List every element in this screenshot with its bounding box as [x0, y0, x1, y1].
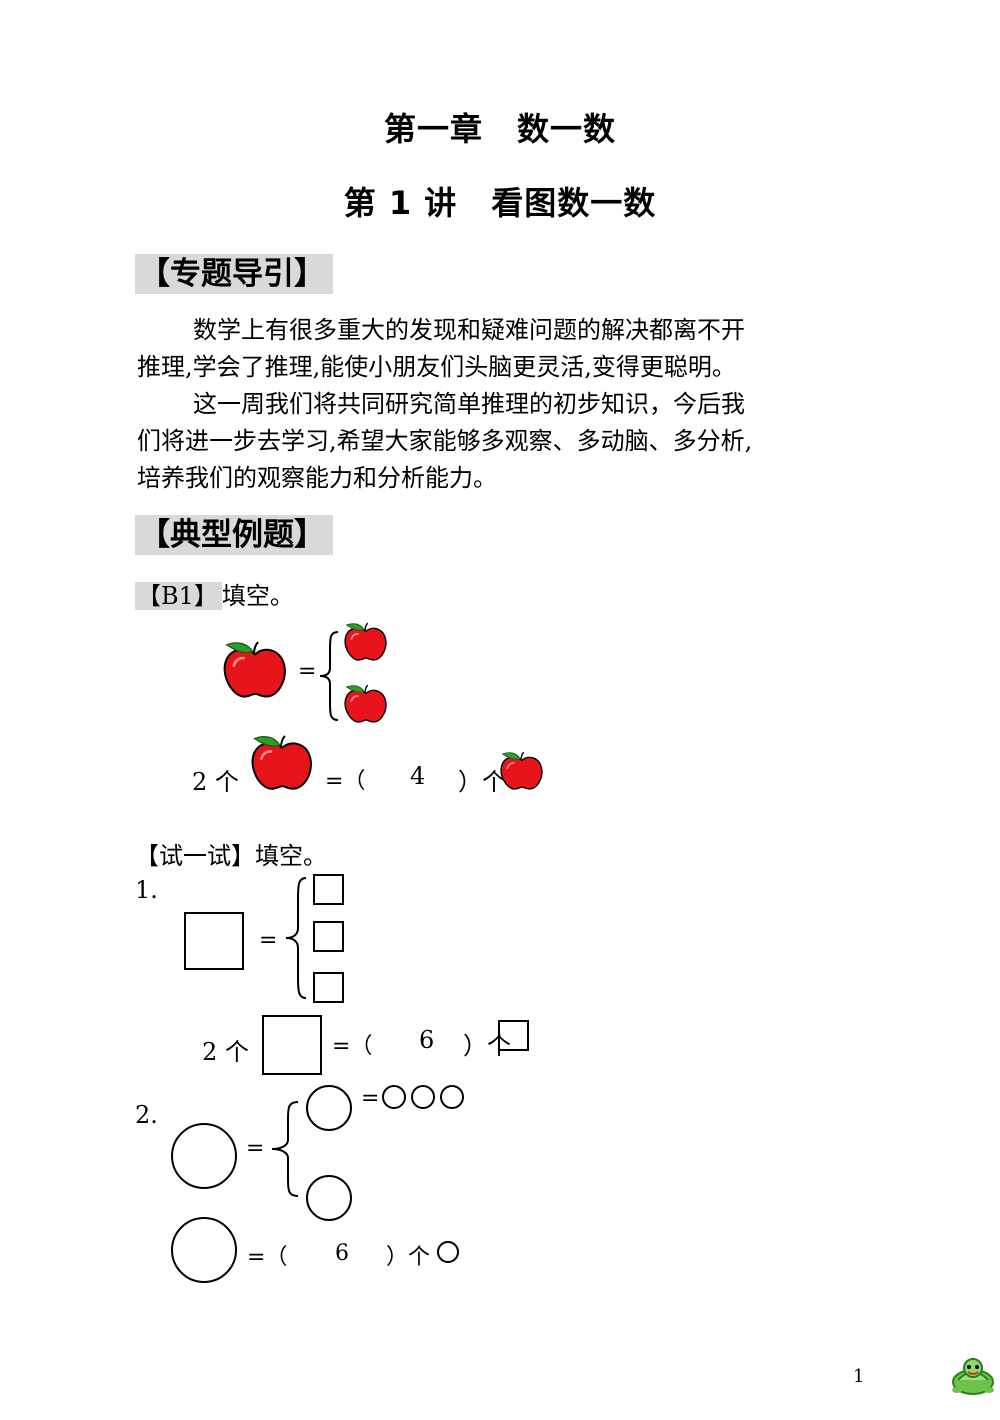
intro-p1-line1: 数学上有很多重大的发现和疑难问题的解决都离不开 [193, 316, 745, 344]
b1-close-ge: ）个 [458, 768, 506, 796]
chapter-title: 第一章数一数 [0, 104, 1000, 150]
square-icon-big [184, 912, 244, 970]
intro-p1-line2: 推理,学会了推理,能使小朋友们头脑更灵活,变得更聪明。 [137, 353, 736, 381]
intro-heading: 【专题导引】 [135, 254, 333, 294]
square-icon-small [313, 874, 344, 905]
circle-icon-big [171, 1217, 237, 1283]
b1-prompt: 填空。 [221, 582, 294, 610]
q1-answer: 6 [419, 1026, 435, 1054]
circle-icon-small-row [382, 1085, 464, 1109]
chapter-name: 数一数 [517, 110, 617, 148]
b1-count-prefix: 2 个 [192, 768, 239, 796]
q1-count-prefix: 2 个 [202, 1038, 249, 1066]
square-icon-big [262, 1015, 322, 1075]
square-icon-small [313, 972, 344, 1003]
intro-text: 数学上有很多重大的发现和疑难问题的解决都离不开 推理,学会了推理,能使小朋友们头… [137, 312, 863, 497]
b1-eq-sign: = [298, 659, 317, 684]
apple-icon-small [500, 751, 543, 791]
apple-icon-small [344, 622, 387, 661]
lecture-label: 第 1 讲 [343, 184, 458, 222]
page-number: 1 [853, 1366, 865, 1387]
b1-tag: 【B1】 [135, 582, 222, 610]
q1-eq-open: =（ [332, 1034, 373, 1059]
brace-icon [285, 877, 307, 999]
square-icon-small [313, 921, 344, 952]
apple-icon-big [223, 640, 287, 699]
q2-number: 2. [135, 1101, 158, 1129]
lecture-title: 第 1 讲看图数一数 [0, 178, 1000, 224]
square-icon-small [498, 1020, 529, 1051]
brace-icon [271, 1101, 299, 1197]
intro-p2-line1: 这一周我们将共同研究简单推理的初步知识，今后我 [193, 390, 745, 418]
chapter-label: 第一章 [383, 110, 483, 148]
turtle-mascot-icon [952, 1358, 994, 1395]
lecture-name: 看图数一数 [491, 184, 657, 222]
intro-p2-line3: 培养我们的观察能力和分析能力。 [137, 464, 497, 492]
b1-answer: 4 [410, 762, 426, 790]
brace-icon [319, 631, 339, 721]
intro-p2-line2: 们将进一步去学习,希望大家能够多观察、多动脑、多分析, [137, 427, 753, 455]
q2-close-ge: ）个 [386, 1245, 431, 1270]
apple-icon-small [344, 684, 387, 723]
apple-icon-big [251, 734, 313, 791]
q2-eq-sign: = [246, 1136, 265, 1161]
circle-icon-big [171, 1123, 237, 1189]
q2-eq-sign-right: = [361, 1086, 380, 1111]
q1-number: 1. [135, 876, 158, 904]
practice-heading: 【试一试】填空。 [135, 842, 327, 870]
circle-icon-small [437, 1241, 459, 1263]
circle-icon-mid [306, 1175, 352, 1221]
q2-eq-open: =（ [247, 1245, 288, 1270]
q1-close-ge: ）个 [463, 1032, 511, 1060]
circle-icon-mid [306, 1085, 352, 1131]
b1-eq-open: =（ [325, 769, 366, 794]
q2-answer: 6 [335, 1241, 349, 1266]
examples-heading: 【典型例题】 [135, 515, 333, 555]
q1-eq-sign: = [259, 928, 278, 953]
b1-prompt-line: 【B1】填空。 [135, 576, 294, 611]
